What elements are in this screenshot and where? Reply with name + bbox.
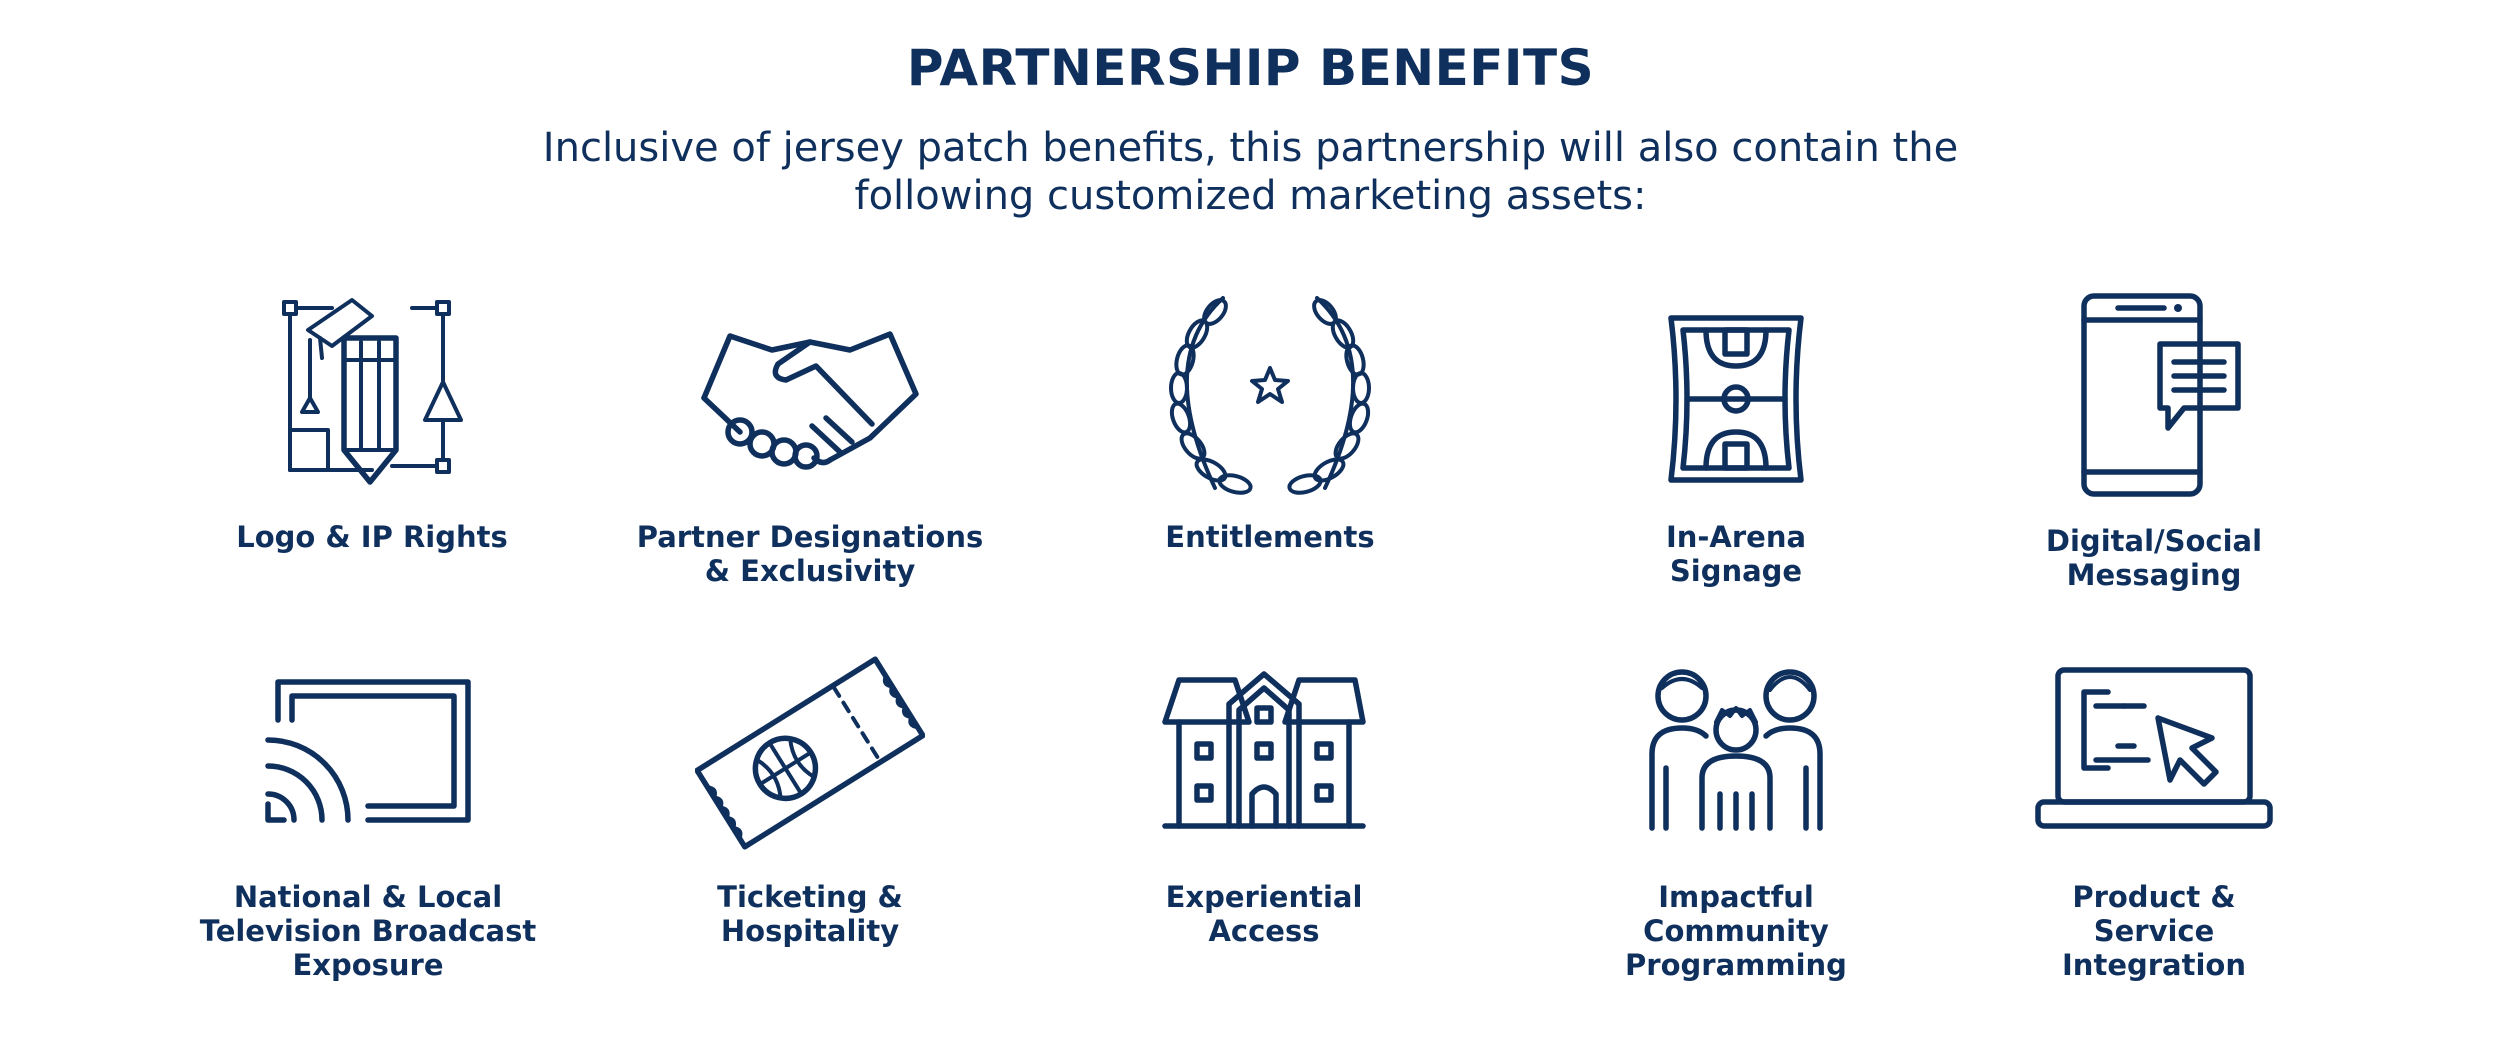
benefit-label: Logo & IP Rights (236, 520, 508, 554)
benefit-label: Partner Designations & Exclusivity (636, 520, 984, 588)
mobile-message-icon (1964, 290, 2344, 500)
benefit-label: National & Local Television Broadcast Ex… (199, 880, 537, 982)
community-people-icon (1546, 664, 1926, 834)
laurel-wreath-icon (1080, 290, 1460, 500)
subtitle-line-2: following customized marketing assets: (854, 173, 1647, 219)
design-tools-icon (182, 290, 562, 490)
ticket-icon (620, 648, 1000, 858)
benefit-label: Experiential Access (1165, 880, 1363, 948)
benefit-label: Digital/Social Messaging (2045, 524, 2263, 592)
subtitle-line-1: Inclusive of jersey patch benefits, this… (542, 125, 1959, 171)
benefit-label: Impactful Community Programming (1625, 880, 1847, 982)
page-subtitle: Inclusive of jersey patch benefits, this… (500, 124, 2001, 220)
benefit-label: Entitlements (1165, 520, 1375, 554)
benefit-label: Ticketing & Hospitality (717, 880, 903, 948)
benefit-label: In-Arena Signage (1665, 520, 1807, 588)
handshake-icon (620, 320, 1000, 470)
benefit-label: Product & Service Integration (2062, 880, 2246, 982)
laptop-cursor-icon (1964, 664, 2344, 834)
building-icon (1074, 664, 1454, 834)
page-title: PARTNERSHIP BENEFITS (906, 39, 1595, 97)
cast-screen-icon (178, 674, 558, 824)
basketball-court-icon (1546, 314, 1926, 484)
